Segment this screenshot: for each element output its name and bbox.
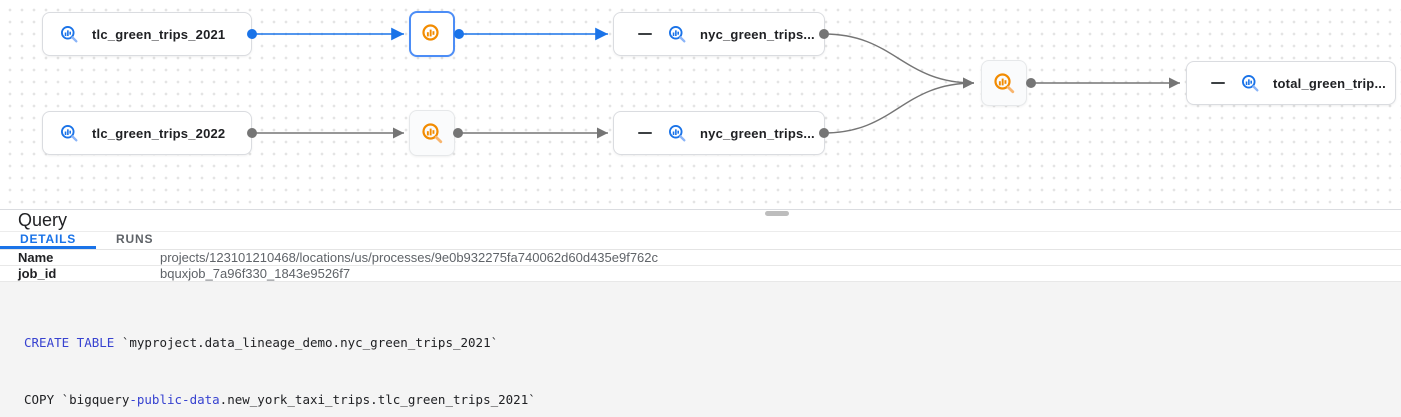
node-nyc-green-trips-2022[interactable]: nyc_green_trips...: [613, 111, 825, 155]
collapse-minus-icon[interactable]: [1211, 82, 1225, 84]
detail-key: Name: [18, 250, 54, 265]
sql-code-block[interactable]: CREATE TABLE `myproject.data_lineage_dem…: [0, 282, 1401, 417]
node-process-job-2[interactable]: [409, 110, 455, 156]
bigquery-process-icon: [420, 121, 444, 145]
collapse-minus-icon[interactable]: [638, 33, 652, 35]
edge-nyc2021-to-process3: [823, 33, 975, 89]
node-label: nyc_green_trips...: [700, 125, 815, 141]
detail-key: job_id: [18, 266, 57, 281]
bigquery-table-icon: [667, 24, 687, 44]
node-nyc-green-trips-2021[interactable]: nyc_green_trips...: [613, 12, 825, 56]
node-total-green-trips[interactable]: total_green_trip...: [1186, 61, 1396, 105]
panel-drag-handle[interactable]: [765, 211, 789, 216]
node-label: tlc_green_trips_2021: [92, 26, 226, 42]
sql-text: .new_york_taxi_trips.tlc_green_trips_202…: [219, 392, 536, 407]
tab-runs[interactable]: RUNS: [116, 232, 154, 246]
bigquery-table-icon: [667, 123, 687, 143]
node-label: tlc_green_trips_2022: [92, 125, 226, 141]
bigquery-process-icon: [992, 71, 1016, 95]
collapse-minus-icon[interactable]: [638, 132, 652, 134]
detail-value: projects/123101210468/locations/us/proce…: [160, 250, 659, 265]
node-process-job-1-selected[interactable]: [409, 11, 455, 57]
node-process-job-3[interactable]: [981, 60, 1027, 106]
bigquery-process-icon: [420, 22, 444, 46]
sql-line-1: CREATE TABLE `myproject.data_lineage_dem…: [24, 333, 1401, 352]
bigquery-table-icon: [59, 24, 79, 44]
node-tlc-green-trips-2021[interactable]: tlc_green_trips_2021: [42, 12, 252, 56]
sql-keyword: CREATE TABLE: [24, 335, 115, 350]
bigquery-table-icon: [59, 123, 79, 143]
edge-nyc2022-to-process3: [823, 77, 975, 134]
panel-tabbar: DETAILS RUNS: [0, 232, 1401, 250]
bigquery-table-icon: [1240, 73, 1260, 93]
tab-details[interactable]: DETAILS: [0, 232, 97, 249]
panel-title: Query: [18, 210, 68, 230]
node-label: nyc_green_trips...: [700, 26, 815, 42]
detail-row-name: Name projects/123101210468/locations/us/…: [0, 250, 1401, 266]
node-tlc-green-trips-2022[interactable]: tlc_green_trips_2022: [42, 111, 252, 155]
detail-value: bquxjob_7a96f330_1843e9526f7: [160, 266, 351, 281]
sql-line-2: COPY `bigquery-public-data.new_york_taxi…: [24, 390, 1401, 409]
sql-text: COPY `bigquery: [24, 392, 130, 407]
sql-keyword: -public-data: [129, 392, 220, 407]
node-label: total_green_trip...: [1273, 75, 1386, 91]
lineage-graph-canvas[interactable]: tlc_green_trips_2021 tlc_green_trips_202…: [0, 0, 1401, 210]
sql-text: `myproject.data_lineage_demo.nyc_green_t…: [114, 335, 499, 350]
query-details-panel: Query DETAILS RUNS Name projects/1231012…: [0, 210, 1401, 417]
panel-header: Query: [0, 210, 1401, 232]
detail-row-job-id: job_id bquxjob_7a96f330_1843e9526f7: [0, 266, 1401, 282]
